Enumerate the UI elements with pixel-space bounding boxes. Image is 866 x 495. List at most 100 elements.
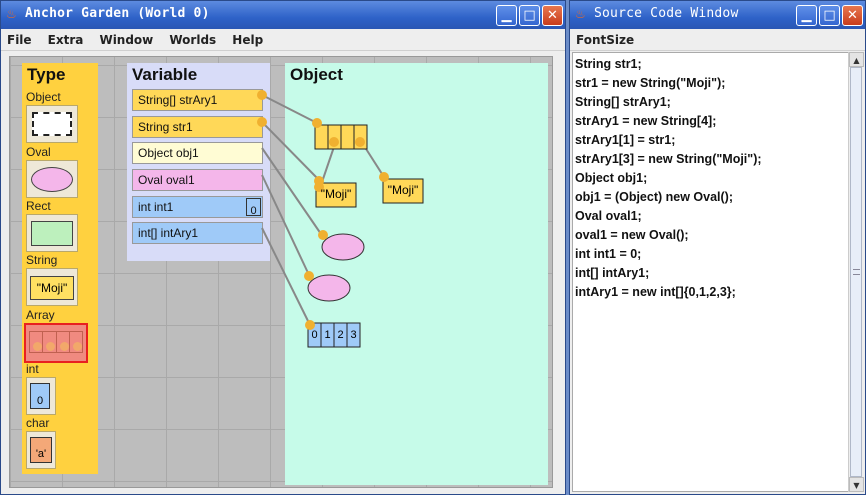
maximize-button[interactable]: □ [819, 5, 840, 26]
code-line: str1 = new String("Moji"); [575, 76, 726, 90]
object-type-box[interactable] [26, 105, 78, 143]
scroll-thumb[interactable] [850, 67, 862, 477]
type-string-label: String [26, 253, 58, 267]
type-object[interactable]: Object [26, 90, 78, 143]
var-obj1[interactable]: Object obj1 [132, 142, 263, 164]
source-titlebar[interactable]: ♨ Source Code Window ▁ □ ✕ [570, 1, 865, 29]
link-str1 [261, 121, 321, 182]
link-obj1 [261, 147, 322, 235]
menu-extra[interactable]: Extra [47, 33, 84, 47]
int-array-object [307, 322, 361, 348]
anchor-dot [379, 172, 389, 182]
close-button[interactable]: ✕ [842, 5, 863, 26]
code-area[interactable]: String str1; str1 = new String("Moji"); St… [572, 52, 849, 492]
oval-type-box[interactable] [26, 160, 78, 198]
java-cup-icon: ♨ [575, 7, 586, 21]
int-type-box[interactable]: 0 [26, 377, 56, 415]
source-window-title: Source Code Window [594, 6, 739, 21]
close-button[interactable]: ✕ [542, 5, 563, 26]
type-panel: Type Object Oval Rect String [22, 63, 98, 474]
maximize-button[interactable]: □ [519, 5, 540, 26]
array-type-box[interactable] [24, 323, 88, 363]
anchor-dot [312, 118, 322, 128]
vertical-scrollbar[interactable]: ▲ ▼ [848, 52, 864, 492]
char-type-box[interactable]: 'a' [26, 431, 56, 469]
var-oval1[interactable]: Oval oval1 [132, 169, 263, 191]
int-array-cell: 3 [350, 329, 357, 341]
minimize-button[interactable]: ▁ [496, 5, 517, 26]
string-object-2-box [382, 178, 424, 204]
type-object-label: Object [26, 90, 61, 104]
type-char-label: char [26, 416, 50, 430]
menu-help[interactable]: Help [232, 33, 264, 47]
code-line: String[] strAry1; [575, 95, 671, 109]
oval-shape [31, 167, 73, 192]
var-int1[interactable]: int int1 0 [132, 196, 263, 218]
int-array-cell: 1 [324, 329, 331, 341]
type-string[interactable]: String "Moji" [26, 253, 78, 306]
menu-fontsize[interactable]: FontSize [576, 33, 635, 47]
type-int-label: int [26, 362, 39, 376]
code-lines: String str1; str1 = new String("Moji"); St… [575, 55, 848, 302]
anchor-dot [314, 182, 324, 192]
type-panel-title: Type [27, 65, 66, 84]
link-intary1 [261, 227, 311, 326]
scroll-up-arrow-icon[interactable]: ▲ [849, 52, 864, 67]
type-char[interactable]: char 'a' [26, 416, 56, 469]
string-object-2-text[interactable]: "Moji" [387, 183, 419, 197]
oval-object-1 [321, 233, 365, 261]
java-cup-icon: ♨ [6, 7, 17, 21]
type-oval[interactable]: Oval [26, 145, 78, 198]
menu-worlds[interactable]: Worlds [169, 33, 217, 47]
rect-type-box[interactable] [26, 214, 78, 252]
source-menubar: FontSize [570, 29, 865, 51]
menu-window[interactable]: Window [99, 33, 154, 47]
var-intary1[interactable]: int[] intAry1 [132, 222, 263, 244]
code-line: strAry1[3] = new String("Moji"); [575, 152, 762, 166]
link-oval1 [261, 174, 310, 276]
main-menubar: File Extra Window Worlds Help [1, 29, 565, 51]
string-object-1-text[interactable]: "Moji" [320, 187, 352, 201]
var-int1-value: 0 [246, 198, 261, 217]
grip-icon [853, 269, 860, 275]
main-window-title: Anchor Garden (World 0) [25, 6, 210, 21]
main-window: ♨ Anchor Garden (World 0) ▁ □ ✕ File Ext… [0, 0, 566, 495]
scroll-down-arrow-icon[interactable]: ▼ [849, 477, 864, 492]
anchor-dot [318, 230, 328, 240]
oval-object-2 [307, 274, 351, 302]
char-sample: 'a' [30, 437, 52, 463]
main-titlebar[interactable]: ♨ Anchor Garden (World 0) ▁ □ ✕ [1, 1, 565, 29]
code-line: strAry1[1] = str1; [575, 133, 676, 147]
type-array-label: Array [26, 308, 55, 322]
minimize-button[interactable]: ▁ [796, 5, 817, 26]
anchor-dot [257, 117, 267, 127]
type-int[interactable]: int 0 [26, 362, 56, 415]
world-canvas[interactable]: Type Object Oval Rect String [9, 56, 553, 488]
int-array-cell: 0 [311, 329, 318, 341]
code-line: String str1; [575, 57, 642, 71]
object-dashed-shape [32, 112, 72, 136]
int-array-values[interactable]: 0 1 2 3 [308, 329, 360, 347]
object-graph [257, 90, 424, 348]
type-oval-label: Oval [26, 145, 51, 159]
string-sample: "Moji" [30, 276, 74, 300]
type-array[interactable]: Array [24, 308, 90, 363]
int-array-cell: 2 [337, 329, 344, 341]
string-type-box[interactable]: "Moji" [26, 268, 78, 306]
link-strary1 [261, 94, 318, 124]
string-object-1-box [315, 182, 357, 208]
var-str1[interactable]: String str1 [132, 116, 263, 138]
code-line: int int1 = 0; [575, 247, 642, 261]
var-int1-label: int int1 [138, 200, 174, 214]
code-line: intAry1 = new int[]{0,1,2,3}; [575, 285, 736, 299]
variable-panel: Variable String[] strAry1 String str1 Ob… [127, 63, 270, 261]
array-cells [29, 331, 83, 353]
type-rect[interactable]: Rect [26, 199, 78, 252]
int-sample: 0 [30, 383, 50, 409]
code-line: Object obj1; [575, 171, 648, 185]
menu-file[interactable]: File [7, 33, 32, 47]
code-line: int[] intAry1; [575, 266, 650, 280]
anchor-dot [304, 271, 314, 281]
object-panel-title: Object [290, 65, 343, 84]
var-strary1[interactable]: String[] strAry1 [132, 89, 263, 111]
